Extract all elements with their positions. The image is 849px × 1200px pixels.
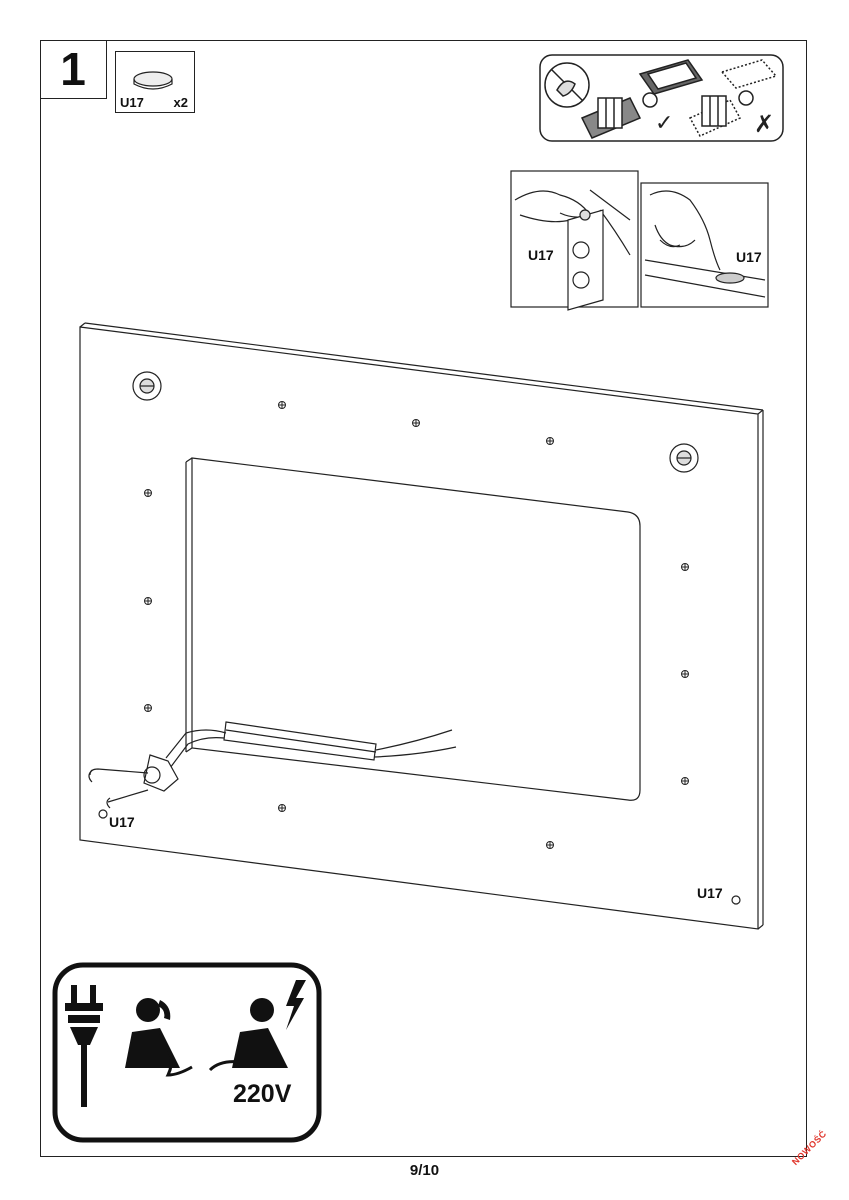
screw-hole [681,670,689,678]
voltage-label: 220V [233,1080,292,1108]
screw-hole [278,804,286,812]
part-code: U17 [120,95,144,110]
screw-hole [144,704,152,712]
detail-press-illustration [640,182,769,308]
detail-insert-illustration [510,170,639,311]
screw-hole [278,401,286,409]
detail-label-right: U17 [736,249,762,265]
screw-hole [412,419,420,427]
screw-hole [144,489,152,497]
screw-hole [681,777,689,785]
screw-hole [546,437,554,445]
hanger-bracket-icon [132,371,699,473]
part-list-box: U17 x2 [115,51,195,113]
screw-hole [144,597,152,605]
detail-label-left: U17 [528,247,554,263]
screw-hole [546,841,554,849]
panel-label-bottom-left: U17 [109,814,135,830]
svg-text:✓: ✓ [655,111,673,136]
page-number: 9/10 [409,1162,440,1179]
person-phone-icon [125,998,180,1068]
svg-text:✗: ✗ [754,110,774,138]
button-pad-icon [133,71,173,90]
screw-hole [681,563,689,571]
panel-label-bottom-right: U17 [697,885,723,901]
page-frame [40,40,807,1157]
handling-tip-icon: ✓ ✗ [539,54,784,142]
part-quantity: x2 [173,95,188,110]
electrician-warning-icon [52,962,322,1143]
step-number: 1 [40,40,107,99]
led-driver-and-wires [88,721,741,905]
plug-icon [65,985,103,1107]
screw-holes [144,401,689,849]
electrician-bolt-icon [232,980,306,1068]
mirror-panel [79,322,764,930]
